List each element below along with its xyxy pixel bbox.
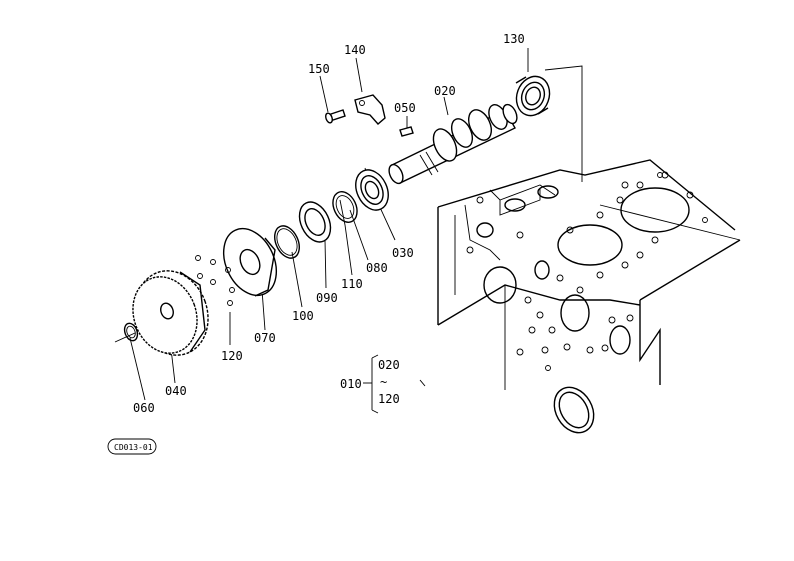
key-050: [399, 126, 414, 137]
label-020: 020: [434, 84, 456, 98]
bore: [534, 260, 550, 280]
engine-block: [437, 159, 741, 434]
cap-plug: [553, 386, 595, 434]
bore: [537, 185, 559, 199]
bolt-150: [325, 109, 346, 124]
circlip-060: [123, 322, 139, 342]
diagram-code: CD013-01: [114, 443, 153, 452]
collar-090: [298, 201, 332, 243]
bore: [476, 222, 494, 238]
label-070: 070: [254, 331, 276, 345]
diagram-code-badge: CD013-01: [107, 438, 157, 455]
bolts-120: [195, 255, 235, 306]
label-040: 040: [165, 384, 187, 398]
label-010-from: 020: [378, 358, 400, 372]
bearing-030: [355, 169, 389, 211]
bearing-130: [515, 75, 551, 117]
label-060: 060: [133, 401, 155, 415]
gear-040: [132, 270, 209, 356]
cylinder-bore: [620, 187, 690, 233]
label-010: 010: [340, 377, 362, 391]
label-080: 080: [366, 261, 388, 275]
label-030: 030: [392, 246, 414, 260]
label-140: 140: [344, 43, 366, 57]
camshaft-bore: [483, 266, 517, 304]
leader-lines: [114, 48, 583, 414]
part-labels: 130 140 150 020 050 030 080 110 090 100 …: [133, 32, 525, 415]
camshaft-020: [388, 103, 518, 185]
label-130: 130: [503, 32, 525, 46]
plate-070: [222, 227, 278, 297]
o-ring-100: [274, 225, 300, 259]
bore: [609, 325, 631, 355]
bore: [504, 198, 526, 212]
cylinder-bore: [557, 224, 623, 266]
label-090: 090: [316, 291, 338, 305]
label-100: 100: [292, 309, 314, 323]
assembly-range-mark: ~: [380, 375, 387, 389]
label-110: 110: [341, 277, 363, 291]
bolt-holes: [466, 171, 708, 371]
label-120: 120: [221, 349, 243, 363]
label-050: 050: [394, 101, 416, 115]
stopper-140: [354, 94, 386, 125]
label-010-to: 120: [378, 392, 400, 406]
bore: [560, 294, 590, 332]
ring-080: [332, 191, 358, 223]
label-150: 150: [308, 62, 330, 76]
